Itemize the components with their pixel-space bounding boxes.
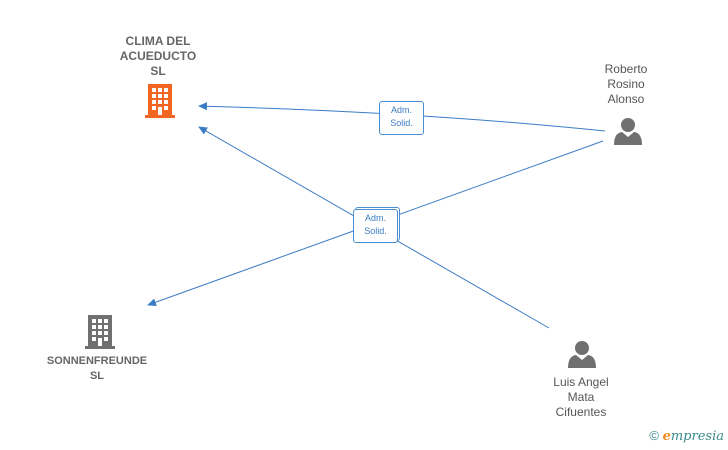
building-icon	[85, 315, 115, 349]
empresia-watermark: © empresia	[649, 428, 724, 444]
company-node-clima[interactable]: CLIMA DEL ACUEDUCTO SL	[105, 34, 211, 79]
relation-badge[interactable]: Adm. Solid.	[379, 101, 424, 135]
person-label-line: Alonso	[607, 92, 645, 106]
brand-logo: empresia	[662, 429, 724, 444]
relation-role: Adm.	[390, 105, 412, 115]
company-label-line: CLIMA DEL	[125, 34, 191, 48]
company-label-line: SL	[150, 64, 166, 78]
company-label-line: ACUEDUCTO	[119, 49, 197, 63]
company-label-line: SONNENFREUNDE	[46, 355, 148, 367]
company-label-line: SL	[89, 370, 105, 382]
person-label-line: Roberto	[604, 62, 648, 76]
person-icon	[568, 341, 596, 368]
relation-type: Solid.	[390, 118, 413, 128]
copyright-icon: ©	[649, 428, 659, 443]
person-node-roberto[interactable]: Roberto Rosino Alonso	[590, 62, 662, 107]
relation-badge[interactable]: Adm. Solid.	[353, 209, 398, 243]
building-icon	[145, 84, 175, 118]
person-label-line: Mata	[567, 390, 595, 404]
person-label-line: Rosino	[607, 77, 645, 91]
person-label-line: Cifuentes	[555, 405, 607, 419]
person-label-line: Luis Angel	[553, 375, 609, 389]
company-node-sonnen[interactable]: SONNENFREUNDE SL	[37, 354, 157, 384]
relation-role: Adm.	[364, 213, 386, 223]
relation-type: Solid.	[364, 226, 387, 236]
person-icon	[614, 118, 642, 145]
person-node-luis[interactable]: Luis Angel Mata Cifuentes	[538, 375, 624, 420]
